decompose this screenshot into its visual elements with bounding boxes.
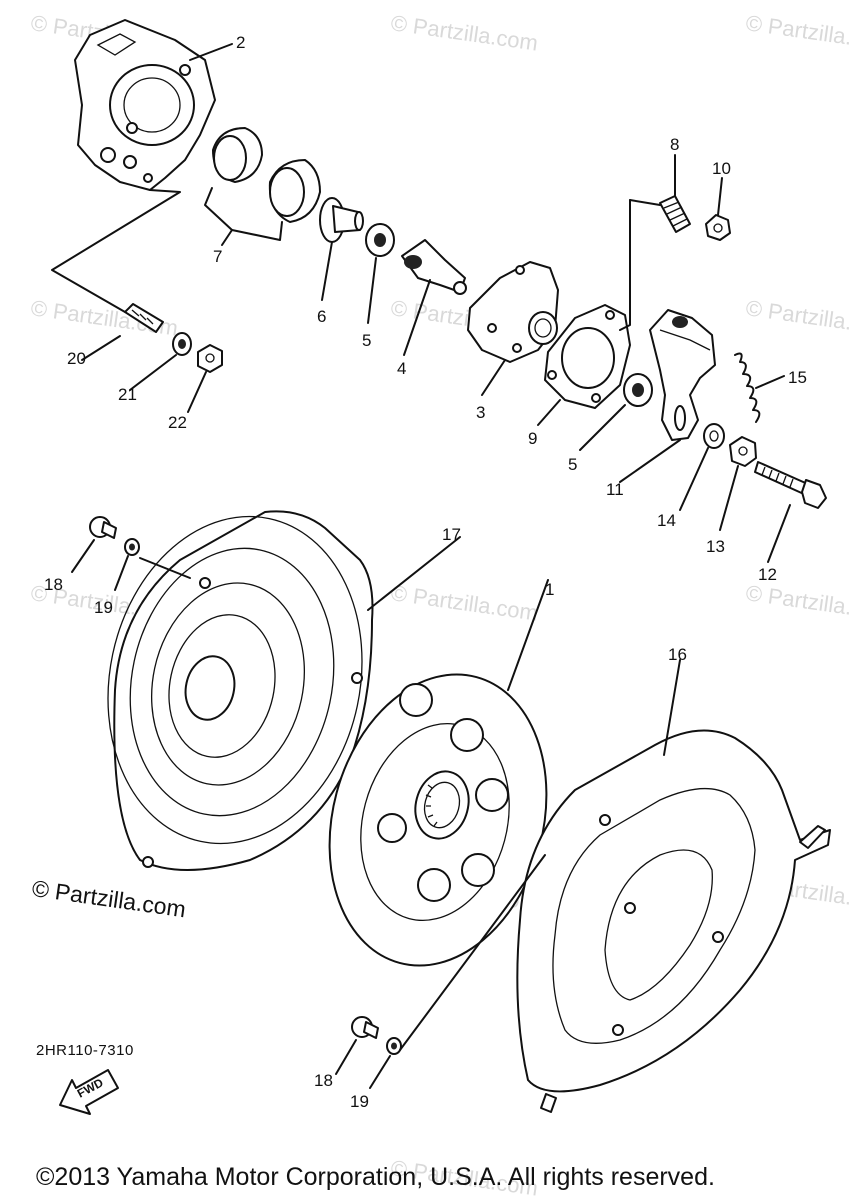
callout-18: 18 bbox=[314, 1071, 333, 1090]
callout-4: 4 bbox=[397, 359, 406, 378]
callout-1: 1 bbox=[545, 580, 554, 599]
watermark: © Partzilla.com bbox=[744, 10, 851, 55]
part-20-stud bbox=[124, 303, 164, 333]
callout-15: 15 bbox=[788, 368, 807, 387]
part-16-cover bbox=[516, 729, 831, 1113]
part-5-bearing-upper bbox=[365, 223, 395, 257]
callout-21: 21 bbox=[118, 385, 137, 404]
callout-5: 5 bbox=[568, 455, 577, 474]
callout-12: 12 bbox=[758, 565, 777, 584]
part-11-lever bbox=[649, 309, 716, 441]
part-8-stud bbox=[659, 195, 691, 233]
part-13-nut bbox=[729, 436, 757, 467]
leader-lines bbox=[51, 43, 791, 1089]
callout-13: 13 bbox=[706, 537, 725, 556]
part-3-plate bbox=[467, 261, 559, 363]
part-18-bolt-lower bbox=[351, 1016, 379, 1039]
callout-9: 9 bbox=[528, 429, 537, 448]
watermark: © Partzilla.com bbox=[389, 580, 539, 625]
callout-20: 20 bbox=[67, 349, 86, 368]
part-22-nut bbox=[197, 344, 223, 373]
callout-19: 19 bbox=[350, 1092, 369, 1111]
part-9-gasket bbox=[544, 304, 631, 409]
callout-2: 2 bbox=[236, 33, 245, 52]
callout-16: 16 bbox=[668, 645, 687, 664]
part-18-bolt-upper bbox=[89, 516, 117, 539]
part-19-washer-upper bbox=[124, 538, 140, 556]
part-10-nut bbox=[705, 214, 731, 241]
part-4-pin bbox=[401, 239, 467, 295]
callout-3: 3 bbox=[476, 403, 485, 422]
watermark: © Partzilla.com bbox=[744, 580, 851, 625]
part-6-shaft bbox=[319, 197, 364, 243]
callout-10: 10 bbox=[712, 159, 731, 178]
part-12-bolt bbox=[754, 461, 827, 509]
part-19-washer-lower bbox=[386, 1037, 402, 1055]
callout-19: 19 bbox=[94, 598, 113, 617]
diagram-code: 2HR110-7310 bbox=[36, 1042, 134, 1059]
callout-11: 11 bbox=[606, 480, 624, 499]
part-2-bracket bbox=[74, 19, 216, 191]
part-17-cover bbox=[107, 510, 374, 871]
callout-18: 18 bbox=[44, 575, 63, 594]
callout-7: 7 bbox=[213, 247, 222, 266]
part-14-washer bbox=[703, 423, 725, 449]
callout-8: 8 bbox=[670, 135, 679, 154]
callout-22: 22 bbox=[168, 413, 187, 432]
part-21-washer bbox=[172, 332, 192, 356]
callout-labels: 2 7 6 5 4 3 8 10 9 5 11 15 14 13 12 20 2… bbox=[44, 33, 807, 1111]
callout-5: 5 bbox=[362, 331, 371, 350]
callout-6: 6 bbox=[317, 307, 326, 326]
part-5-bearing-lower bbox=[623, 373, 653, 407]
part-7-caps bbox=[212, 127, 321, 223]
watermark: © Partzilla.com bbox=[389, 10, 539, 55]
copyright-text: ©2013 Yamaha Motor Corporation, U.S.A. A… bbox=[36, 1163, 715, 1191]
callout-17: 17 bbox=[442, 525, 461, 544]
callout-14: 14 bbox=[657, 511, 676, 530]
part-15-spring bbox=[734, 352, 761, 423]
watermark: © Partzilla.com bbox=[744, 295, 851, 340]
fwd-arrow-icon: FWD bbox=[59, 1069, 119, 1115]
